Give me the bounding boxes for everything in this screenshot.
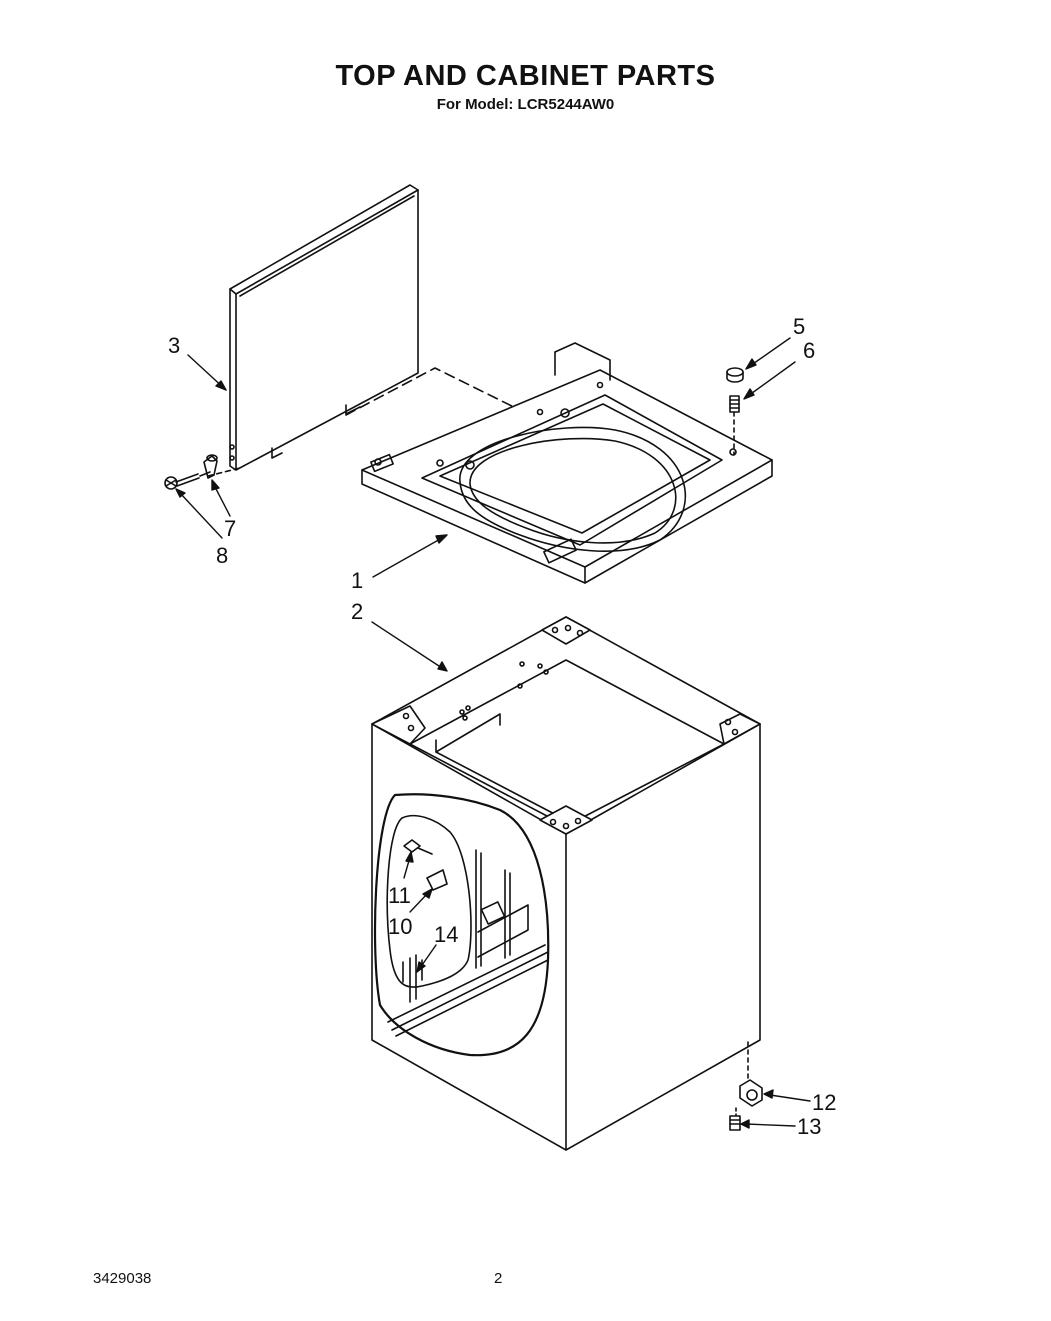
top-frame-part — [207, 342, 773, 584]
leg-part — [739, 1041, 763, 1107]
callout-6: 6 — [803, 338, 815, 363]
callout-2: 2 — [351, 599, 363, 624]
leg-bolt-part — [729, 1107, 741, 1131]
model-subtitle: For Model: LCR5244AW0 — [436, 96, 615, 113]
callout-5: 5 — [793, 314, 805, 339]
callout-14: 14 — [434, 922, 458, 947]
grommet-part — [726, 367, 744, 383]
page-number: 2 — [494, 1270, 503, 1287]
document-number: 3429038 — [93, 1270, 152, 1287]
frame-screw-part — [729, 395, 740, 456]
callout-1: 1 — [351, 568, 363, 593]
callout-3: 3 — [168, 333, 180, 358]
lid-part — [229, 184, 419, 471]
callout-7: 7 — [224, 516, 236, 541]
lid-hinge-part — [199, 454, 218, 479]
callout-13: 13 — [797, 1114, 821, 1139]
callout-10: 10 — [388, 914, 412, 939]
callout-12: 12 — [812, 1090, 836, 1115]
callout-11: 11 — [388, 883, 411, 908]
callout-8: 8 — [216, 543, 228, 568]
page-title: TOP AND CABINET PARTS — [335, 60, 716, 92]
hinge-screw-part — [164, 473, 200, 490]
cabinet-part — [371, 616, 761, 1151]
leader-lines — [175, 337, 811, 1129]
